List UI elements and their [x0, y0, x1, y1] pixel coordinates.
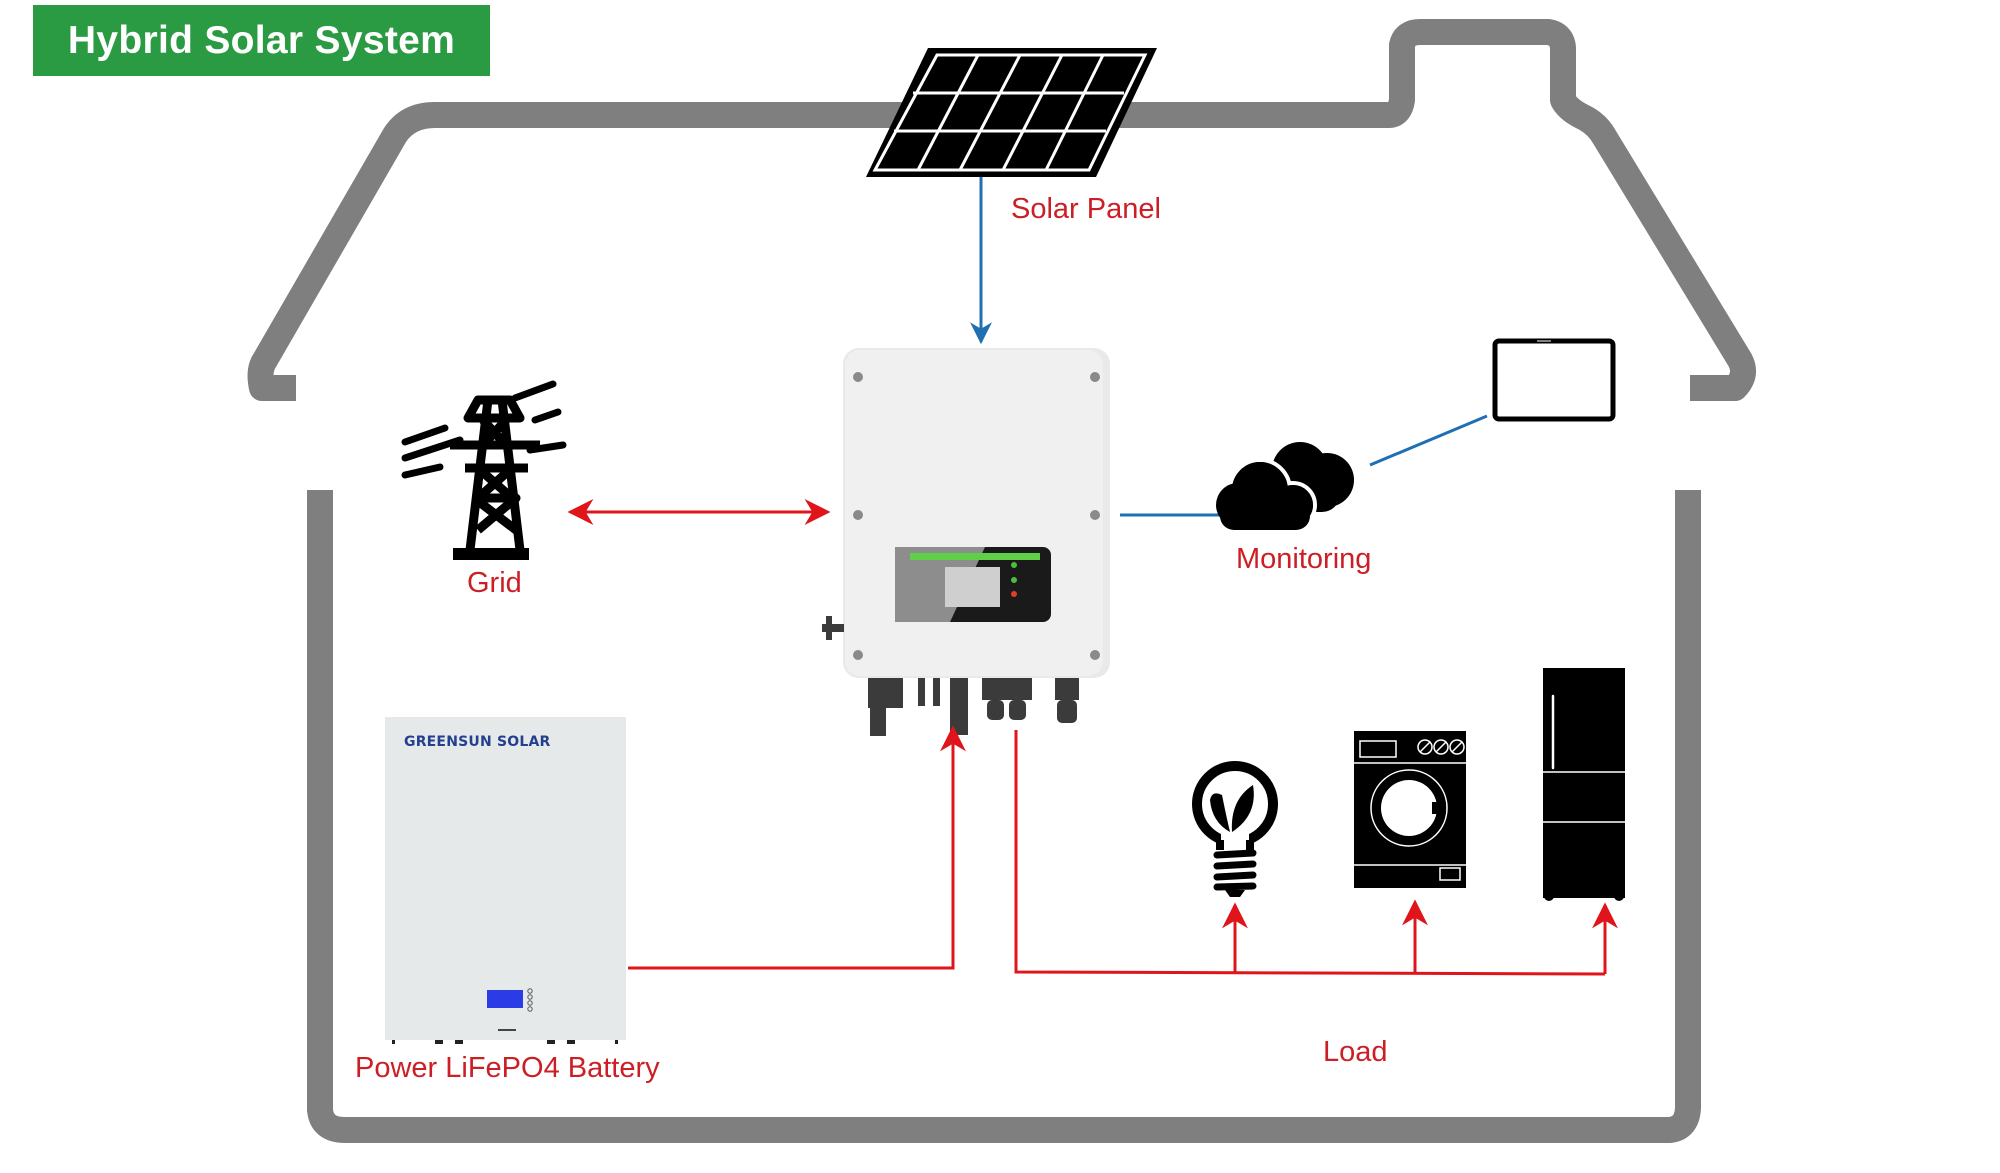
washing-machine-icon: [1354, 731, 1466, 888]
cloud-icon: [1216, 442, 1354, 530]
power-tower-icon: [401, 380, 567, 560]
eco-lightbulb-icon: [1192, 761, 1278, 897]
battery-label: Power LiFePO4 Battery: [355, 1052, 660, 1084]
house-outline: [247, 19, 1757, 1143]
house-walls: [307, 490, 1701, 1143]
diagram-title: Hybrid Solar System: [33, 5, 490, 76]
cloud-to-tablet-line: [1369, 414, 1488, 467]
refrigerator-icon: [1543, 668, 1625, 901]
tablet-icon: [1492, 338, 1616, 422]
grid-label: Grid: [467, 567, 522, 599]
monitoring-label: Monitoring: [1236, 543, 1372, 575]
battery-cabinet-icon: [385, 717, 626, 1044]
solar-panel-icon: [866, 48, 1157, 177]
solar-panel-label: Solar Panel: [1011, 193, 1161, 225]
hybrid-inverter-icon: [822, 348, 1110, 736]
battery-to-inverter-arrow: [628, 725, 966, 970]
battery-brand-label: GREENSUN SOLAR: [404, 734, 551, 750]
inverter-to-load-line: [1014, 730, 1606, 976]
house-roof: [247, 19, 1757, 401]
load-label: Load: [1323, 1036, 1388, 1068]
